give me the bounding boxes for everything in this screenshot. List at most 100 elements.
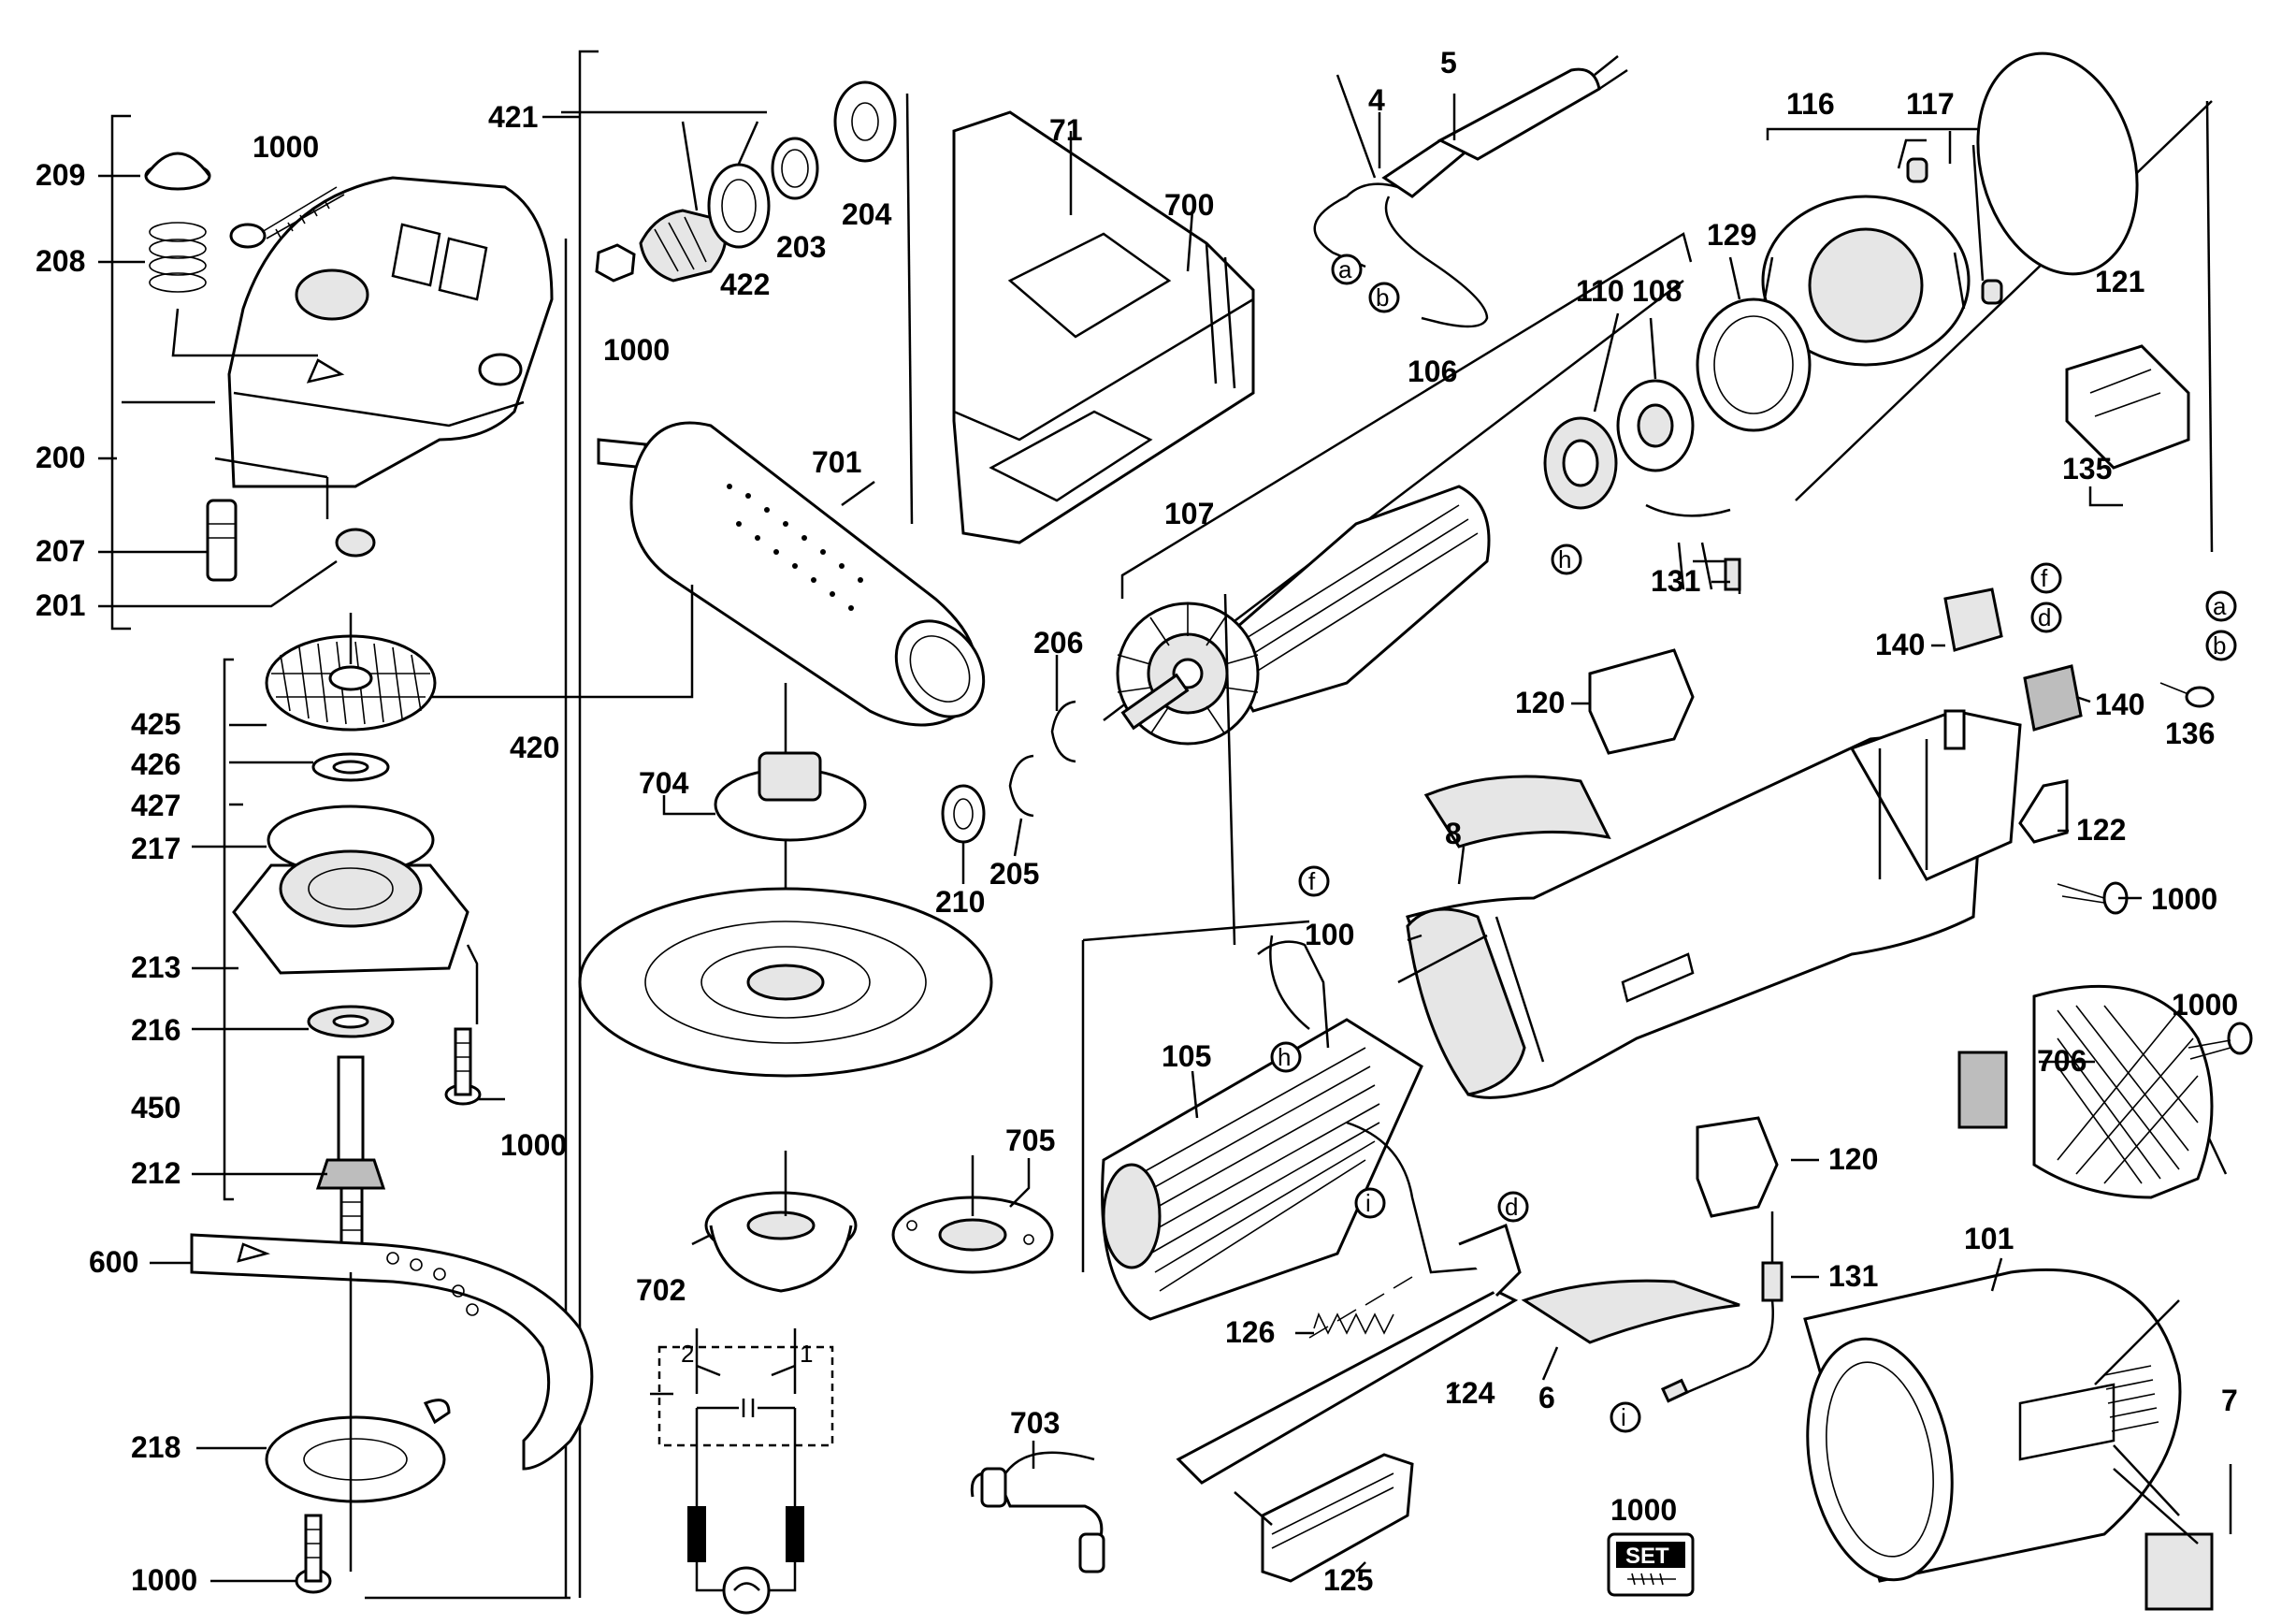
label-212: 212: [131, 1156, 181, 1190]
part-422-bearing: [707, 163, 771, 249]
callout-d-stator: d: [1497, 1191, 1529, 1223]
label-131-lower: 131: [1828, 1259, 1878, 1293]
part-8-sheet: [1423, 775, 1611, 848]
svg-text:d: d: [2038, 603, 2051, 631]
label-206: 206: [1033, 626, 1083, 660]
label-200: 200: [36, 441, 85, 474]
label-209: 209: [36, 158, 85, 192]
label-121: 121: [2095, 265, 2144, 298]
label-216: 216: [131, 1013, 181, 1047]
part-6-sheet: [1521, 1279, 1740, 1344]
svg-text:a: a: [1338, 255, 1352, 283]
label-106: 106: [1408, 355, 1457, 388]
label-107: 107: [1164, 497, 1214, 530]
part-1000-nut: [595, 243, 636, 283]
bearing-plate-group: [1761, 51, 2139, 367]
part-122-plate: [2018, 779, 2069, 844]
label-124: 124: [1445, 1376, 1495, 1410]
part-136-screw: [2159, 682, 2215, 708]
part-205-ring: [1008, 754, 1034, 818]
svg-text:i: i: [1365, 1189, 1371, 1217]
label-5: 5: [1440, 46, 1457, 80]
switch-label-2: 2: [681, 1340, 694, 1368]
svg-text:h: h: [1558, 545, 1571, 573]
leader-lines: [98, 94, 2232, 1583]
label-1000-cover-screw: 1000: [253, 130, 319, 164]
label-218: 218: [131, 1430, 181, 1464]
label-140-upper: 140: [1875, 628, 1925, 661]
part-124-bar: [1176, 1289, 1519, 1485]
label-71: 71: [1049, 113, 1083, 147]
part-200-cover: [227, 176, 554, 488]
label-105: 105: [1162, 1039, 1211, 1073]
label-421: 421: [488, 100, 538, 134]
callout-a-brush: a: [2205, 590, 2237, 622]
callout-h-upper: h: [1551, 544, 1582, 575]
clips-group: [941, 700, 1076, 844]
label-705: 705: [1005, 1124, 1055, 1157]
label-201: 201: [36, 588, 85, 622]
part-number-labels: 209 1000 208 200 207 201 421 1000 422 20…: [36, 46, 2238, 1597]
part-706-cap: [2032, 984, 2214, 1199]
label-701: 701: [812, 445, 861, 479]
part-1000-flange-screw: [444, 1027, 482, 1106]
disc-group: [578, 683, 1054, 1293]
part-125-slide: [1261, 1453, 1414, 1583]
part-117-pin-a: [1906, 157, 1928, 183]
label-426: 426: [131, 747, 181, 781]
label-204: 204: [842, 197, 892, 231]
part-pinion: [639, 209, 728, 283]
label-116: 116: [1786, 87, 1835, 121]
case-700: [952, 110, 1255, 544]
part-1000-screw-cap: [2188, 1022, 2253, 1060]
brush-group: [1588, 344, 2215, 1218]
label-450: 450: [131, 1091, 181, 1124]
cap-mesh-left: [1957, 1051, 2008, 1129]
label-706: 706: [2037, 1044, 2087, 1078]
insulation-sheets: [1423, 775, 1740, 1344]
label-136: 136: [2165, 717, 2215, 750]
label-1000-screw-122: 1000: [2151, 882, 2217, 916]
pinion-group: [561, 80, 897, 283]
part-120-holder-b: [1696, 1116, 1779, 1218]
part-140-brush-a: [1943, 587, 2003, 652]
callout-b-cord: b: [1368, 282, 1400, 313]
svg-text:f: f: [2041, 564, 2048, 592]
part-206-clip: [1050, 700, 1076, 763]
power-cord-group: [1313, 55, 1628, 328]
handle-grip-dots: [727, 484, 863, 611]
callout-h-stator: h: [1270, 1041, 1302, 1073]
part-218-ring: [265, 1415, 446, 1503]
label-213: 213: [131, 950, 181, 984]
svg-text:i: i: [1621, 1403, 1626, 1431]
part-201-nut: [335, 528, 376, 558]
label-110: 110: [1576, 274, 1625, 308]
callout-a-cord: a: [1331, 254, 1363, 285]
callout-f-brush: f: [2030, 562, 2062, 594]
side-handle-group: [597, 421, 986, 727]
part-1000-guard-screw: [295, 1514, 332, 1594]
part-208-spring: [149, 222, 207, 293]
label-129: 129: [1707, 218, 1756, 252]
label-422: 422: [720, 268, 770, 301]
svg-text:a: a: [2213, 592, 2227, 620]
svg-text:h: h: [1278, 1043, 1291, 1071]
callout-f-stator: f: [1298, 865, 1330, 897]
part-207-pin: [206, 499, 238, 582]
label-205: 205: [989, 857, 1039, 891]
part-203-ring: [771, 137, 819, 200]
part-210-washer: [941, 784, 986, 844]
label-126: 126: [1225, 1315, 1275, 1349]
label-4: 4: [1368, 83, 1385, 117]
armature-group: [1103, 232, 1812, 746]
part-100-housing: [1406, 728, 1985, 1099]
letter-callouts: a b h f d a b f: [1270, 254, 2237, 1433]
part-140-brush-b: [2023, 664, 2083, 732]
label-203: 203: [776, 230, 826, 264]
label-207: 207: [36, 534, 85, 568]
part-129-sleeve: [1696, 297, 1812, 432]
svg-text:b: b: [2213, 631, 2226, 660]
label-135: 135: [2062, 452, 2112, 486]
set-kit-badge: SET: [1607, 1532, 1695, 1597]
